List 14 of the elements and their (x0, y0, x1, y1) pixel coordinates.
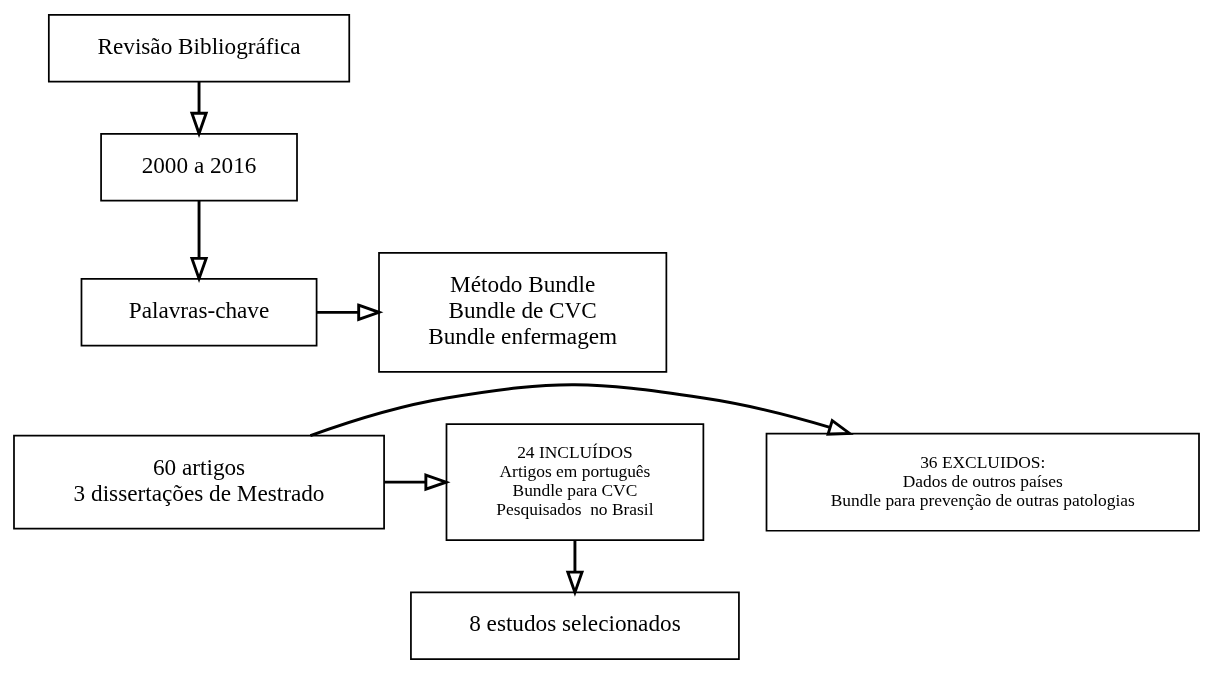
arrow (316, 302, 384, 321)
node-box: 60 artigos 3 dissertações de Mestrado (13, 434, 385, 529)
arrow (189, 200, 209, 283)
node-box: 24 INCLUÍDOS Artigos em português Bundle para CVC Pesquisados no Brasil (445, 422, 705, 541)
node-box: 2000 a 2016 (100, 132, 298, 201)
node-box: Método Bundle Bundle de CVC Bundle enfermagem (378, 251, 668, 373)
node-box: 8 estudos selecionados (410, 591, 740, 660)
arrow (309, 382, 854, 437)
node-box: Palavras-chave (80, 277, 318, 347)
arrow (565, 539, 585, 597)
arrow (189, 81, 209, 138)
arrow (384, 472, 451, 491)
node-box: 36 EXCLUIDOS: Dados de outros países Bundle para prevenção de outras patologias (765, 432, 1200, 532)
node-box: Revisão Bibliográfica (47, 13, 351, 82)
